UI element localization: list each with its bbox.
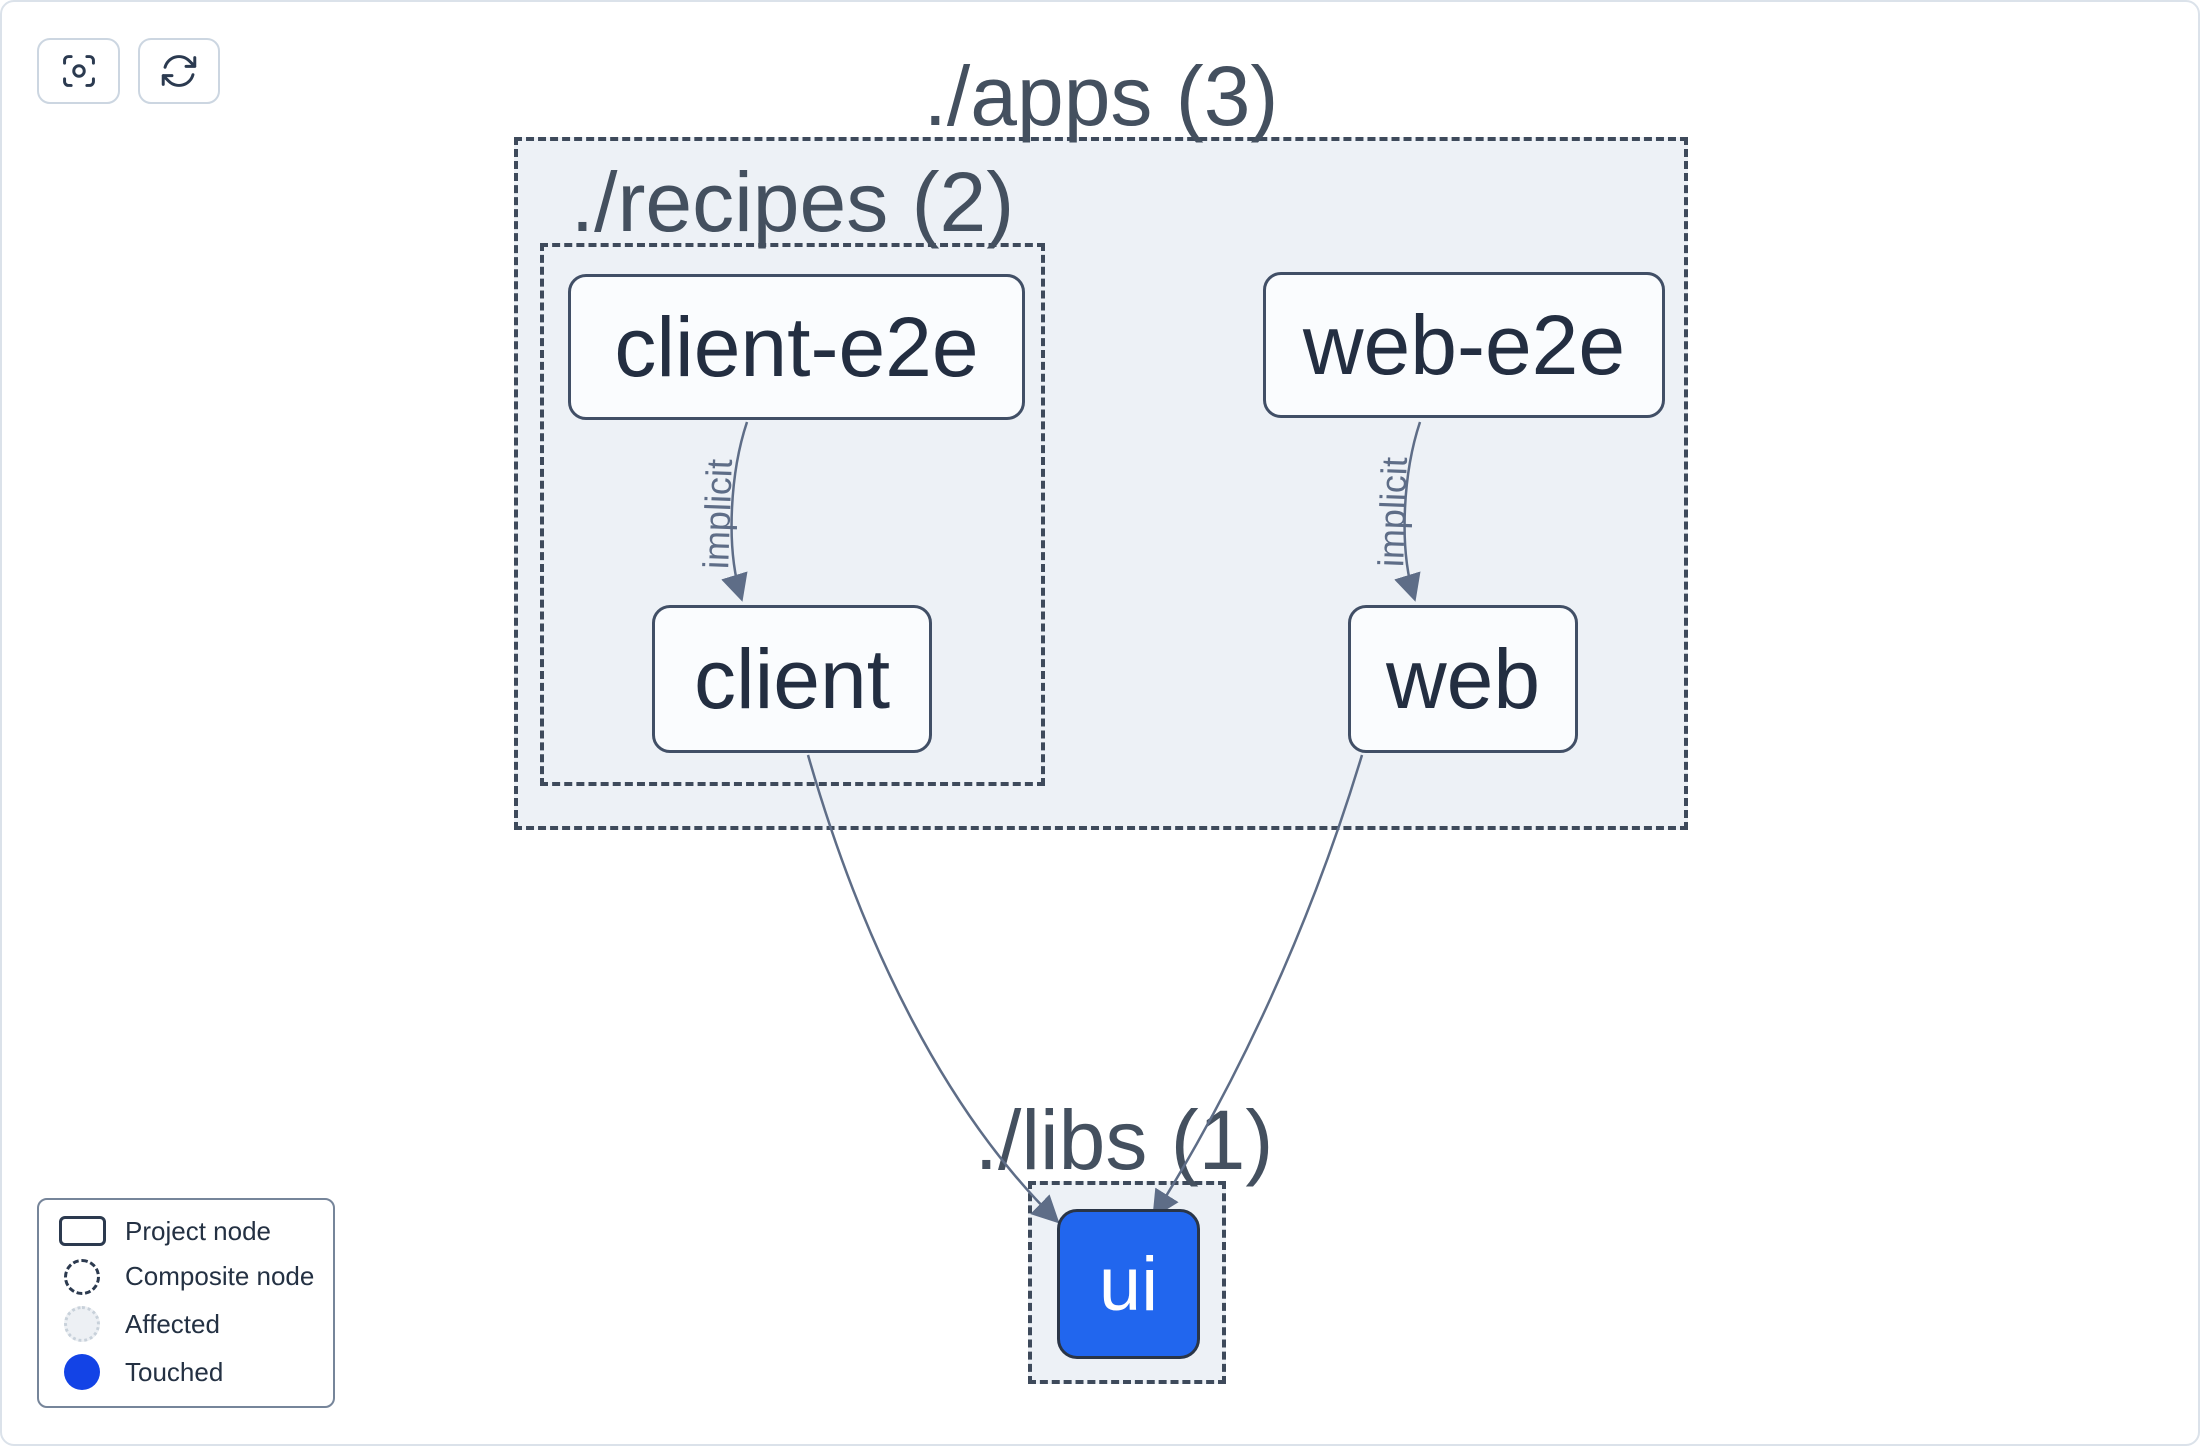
node-web-e2e[interactable]: web-e2e — [1263, 272, 1665, 418]
node-web-e2e-label: web-e2e — [1302, 297, 1626, 392]
legend-item-touched: Touched — [39, 1354, 333, 1391]
legend-item-project-node: Project node — [39, 1216, 333, 1247]
node-web-label: web — [1385, 631, 1541, 726]
node-ui-label: ui — [1098, 1241, 1159, 1327]
edge-client-e2e-to-client[interactable] — [721, 421, 749, 602]
legend-label: Project node — [125, 1215, 271, 1246]
node-client[interactable]: client — [652, 605, 932, 753]
node-client-e2e-label: client-e2e — [614, 299, 979, 394]
legend-item-affected: Affected — [39, 1306, 333, 1343]
center-graph-button[interactable] — [37, 38, 120, 104]
node-client-e2e[interactable]: client-e2e — [568, 274, 1025, 420]
edge-web-to-ui[interactable] — [1152, 754, 1364, 1219]
affected-icon — [64, 1306, 100, 1343]
legend-label: Affected — [125, 1308, 220, 1339]
node-client-label: client — [693, 631, 891, 726]
edge-client-to-ui[interactable] — [806, 754, 1060, 1224]
touched-icon — [64, 1354, 100, 1391]
node-ui-touched[interactable]: ui — [1057, 1209, 1200, 1359]
project-node-icon — [58, 1216, 106, 1247]
viewfinder-circle-icon — [62, 55, 95, 87]
node-web[interactable]: web — [1348, 605, 1578, 753]
refresh-icon — [161, 55, 197, 87]
edge-web-e2e-to-web[interactable] — [1394, 421, 1422, 602]
refresh-graph-button[interactable] — [138, 38, 220, 104]
legend-label: Touched — [125, 1356, 224, 1387]
legend-card: Project node Composite node Affected Tou… — [37, 1198, 335, 1408]
legend-label: Composite node — [125, 1261, 315, 1292]
legend-item-composite-node: Composite node — [39, 1258, 333, 1295]
composite-node-icon — [64, 1258, 100, 1295]
